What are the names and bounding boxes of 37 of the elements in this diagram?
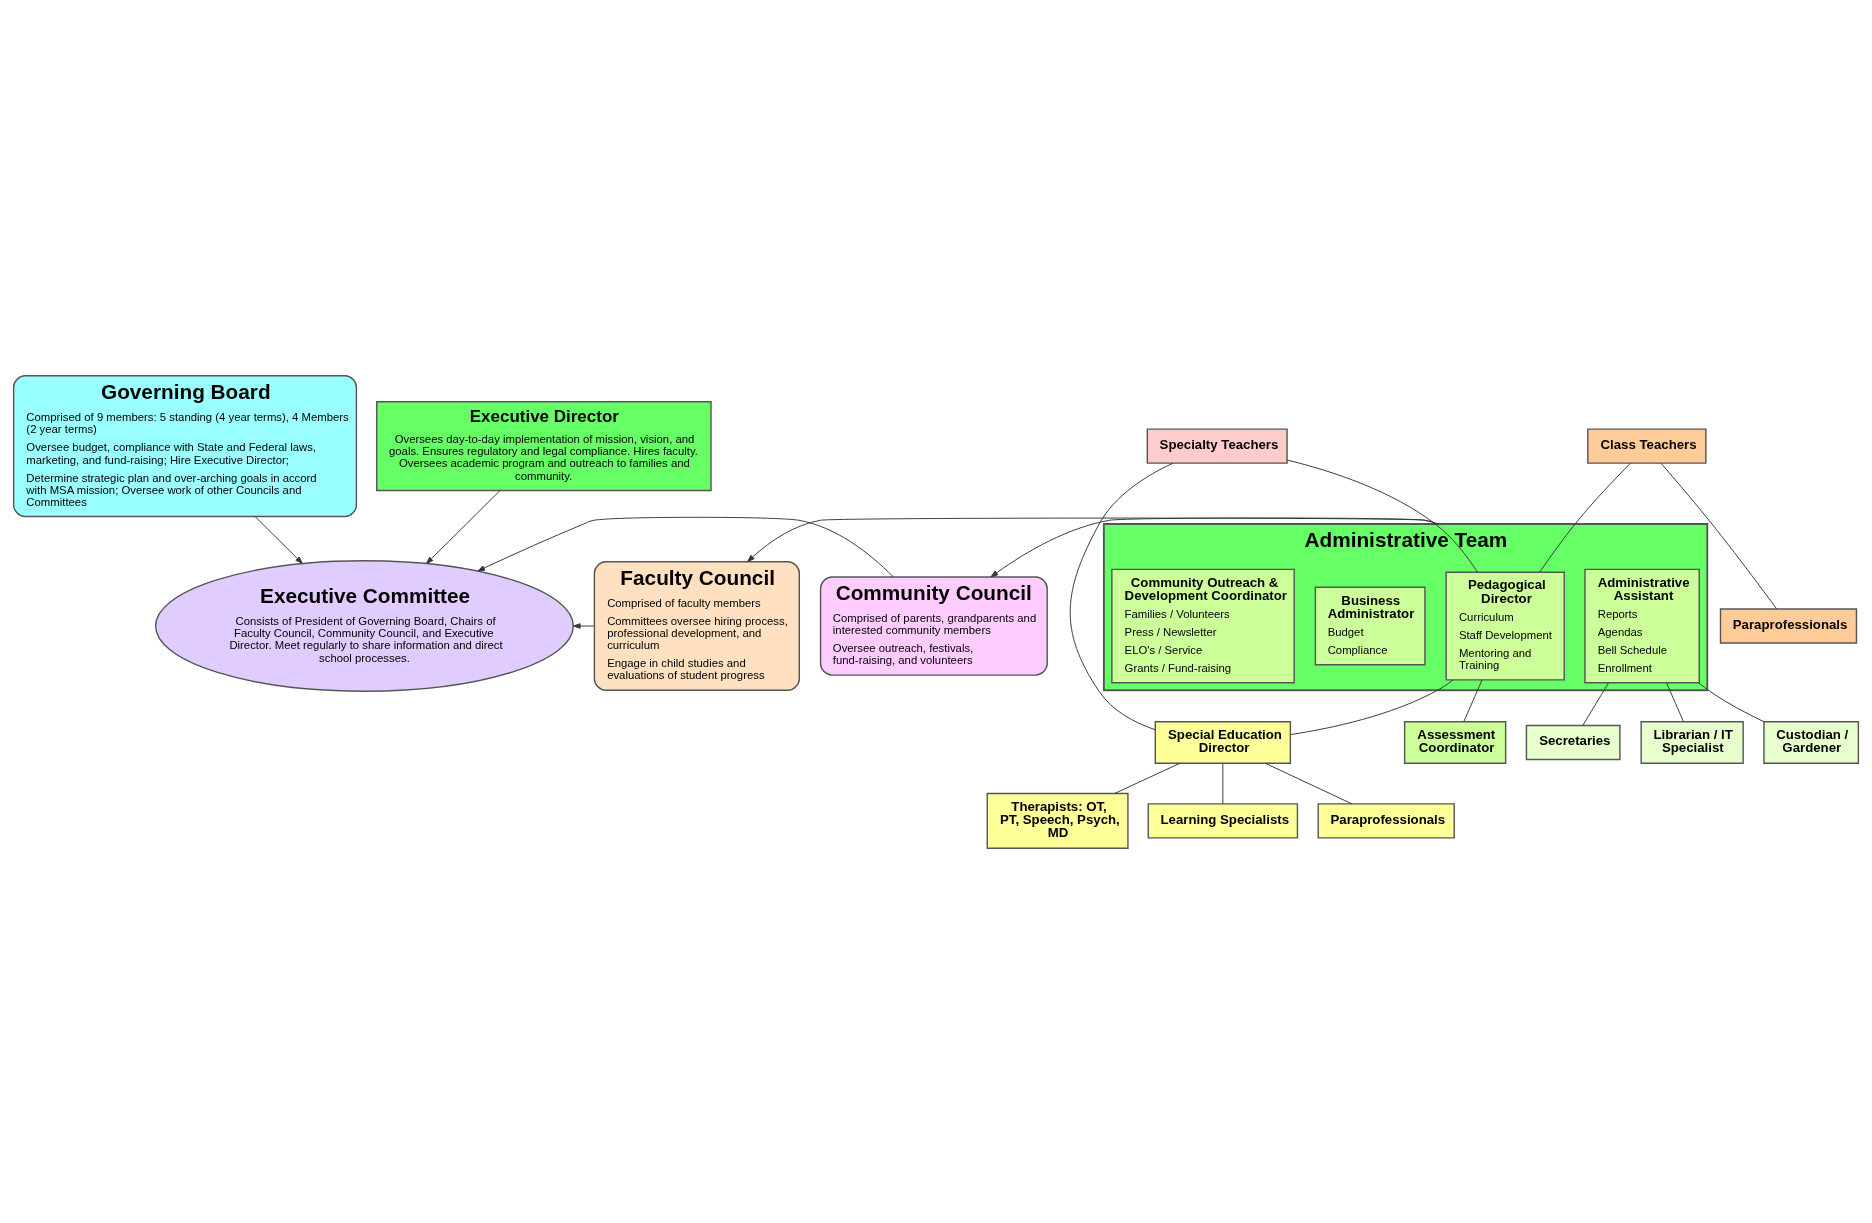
connector	[1660, 462, 1778, 609]
connector	[1114, 762, 1181, 794]
arrow	[254, 515, 303, 564]
node-box: Special Education Director	[1154, 720, 1292, 764]
node-box: Secretaries	[1525, 724, 1621, 760]
node-box: Pedagogical Director Curriculum Staff Development Mentoring and Training	[1445, 571, 1565, 681]
node-box: Learning Specialists	[1147, 802, 1299, 839]
arrow	[990, 517, 1439, 577]
node-ellipse: Executive Committee Consists of President of Governing Board, Chairs of Faculty Council, Community Council, and Executive Director. Meet regularly to share information and direct school processes.	[154, 559, 574, 692]
node-box: Specialty Teachers	[1146, 427, 1288, 464]
node-box: Governing Board Comprised of 9 members: 5 standing (4 year terms), 4 Members (2 year terms) Oversee budget, compliance with State and Federal laws, marketing, and fund-raising; Hire Executive Director; Determine strategic plan and over-arching goals in accord with MSA mission; Oversee work of other Councils and Committees	[12, 374, 358, 517]
node-box: Therapists: OT, PT, Speech, Psych, MD	[986, 792, 1129, 849]
node-box: Librarian / IT Specialist	[1640, 720, 1744, 764]
connector	[1582, 681, 1609, 726]
connector	[1698, 681, 1765, 722]
node-box: Paraprofessionals	[1719, 607, 1858, 644]
connector	[1069, 462, 1174, 730]
connector	[1286, 459, 1478, 573]
connector	[1463, 678, 1483, 722]
node-box: Executive Director Oversees day-to-day implementation of mission, vision, and goals. Ensures regulatory and legal compliance. Hires faculty. Oversees academic program and outreach to families and community.	[376, 400, 712, 491]
arrow	[477, 516, 894, 577]
connector	[1264, 762, 1353, 804]
connector	[1222, 762, 1224, 804]
arrow	[426, 489, 501, 564]
connector	[1290, 679, 1454, 735]
node-box: Paraprofessionals	[1317, 802, 1455, 839]
connector	[1666, 681, 1684, 722]
connector	[1539, 462, 1631, 573]
arrow	[573, 622, 595, 629]
node-box: Administrative Assistant Reports Agendas Bell Schedule Enrollment	[1584, 568, 1700, 683]
node-box: Assessment Coordinator	[1403, 720, 1507, 764]
node-box: Class Teachers	[1587, 427, 1707, 464]
node-box: Business Administrator Budget Compliance	[1314, 586, 1426, 665]
node-box: Custodian / Gardener	[1763, 720, 1860, 764]
node-box: Faculty Council Comprised of faculty members Committees oversee hiring process, professional development, and curriculum Engage in child studies and evaluations of student progress	[593, 560, 800, 691]
node-box: Community Council Comprised of parents, grandparents and interested community members Oversee outreach, festivals, fund-raising, and volunteers	[819, 575, 1048, 676]
node-box: Community Outreach & Development Coordinator Families / Volunteers Press / Newsletter ELO's / Service Grants / Fund-raising	[1111, 568, 1295, 683]
